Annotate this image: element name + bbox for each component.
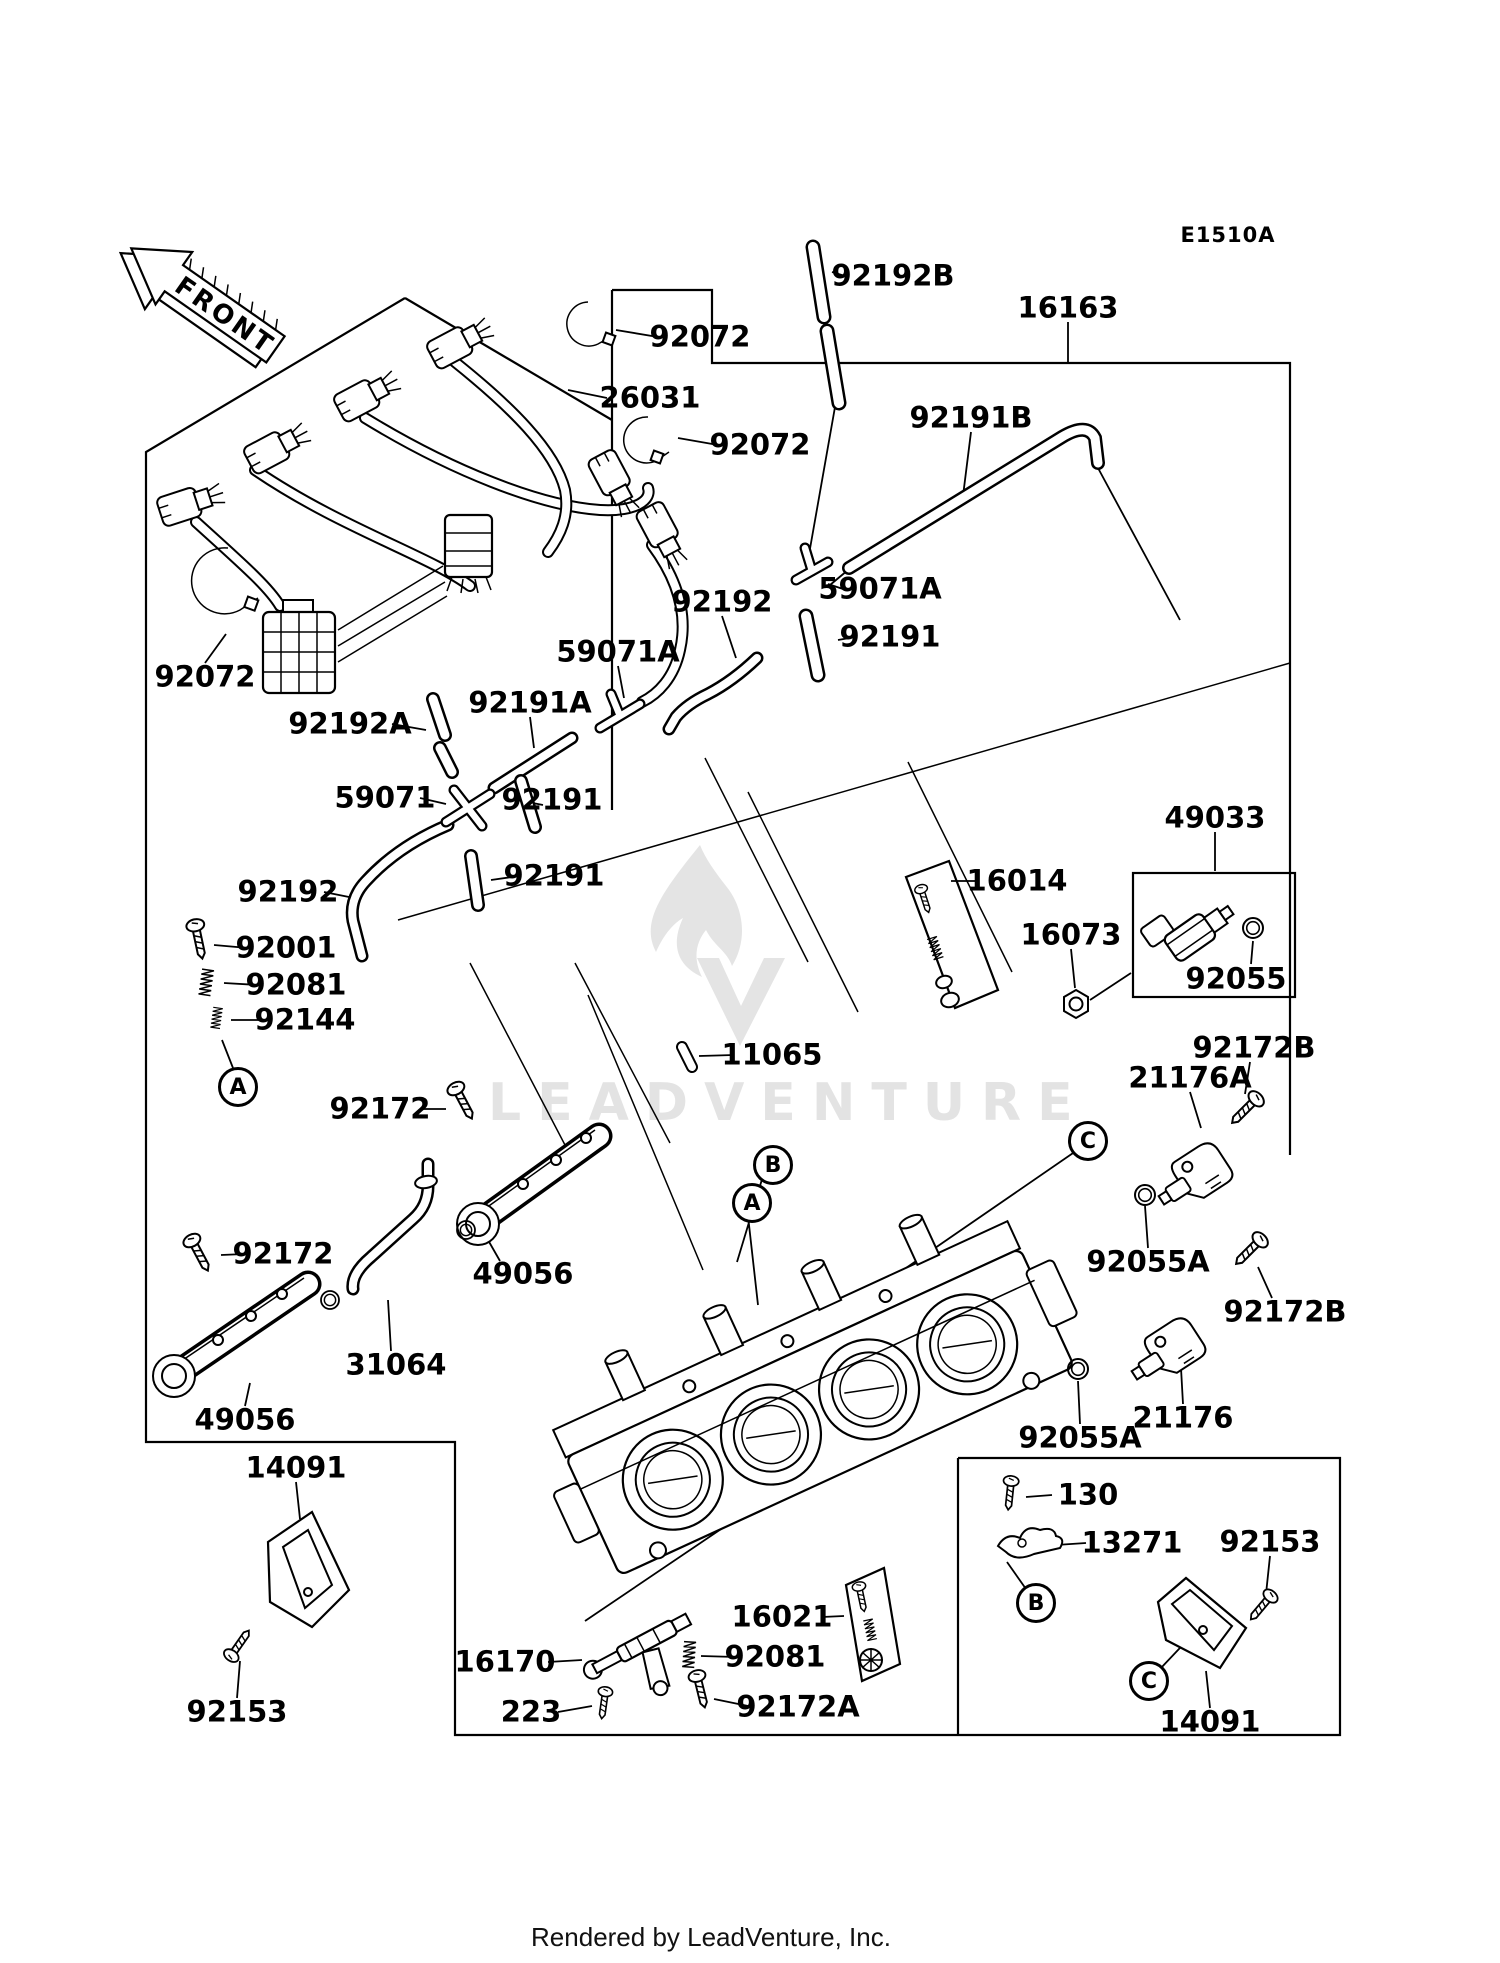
part-label-92172A: 92172A	[736, 1689, 860, 1724]
part-label-31064: 31064	[345, 1347, 447, 1382]
screw-kit-16021-parts	[850, 1579, 883, 1672]
part-label-59071A: 59071A	[818, 571, 942, 606]
footer-credit: Rendered by LeadVenture, Inc.	[531, 1922, 891, 1952]
part-label-59071A: 59071A	[556, 634, 680, 669]
front-arrow: FRONT	[118, 247, 287, 369]
bracket-13271	[996, 1527, 1064, 1559]
part-label-92192: 92192	[671, 584, 773, 619]
leadventure-watermark-logo	[650, 845, 785, 1046]
callout-circle-C: C	[1129, 1661, 1169, 1701]
part-label-92192: 92192	[237, 874, 339, 909]
callout-circle-B: B	[753, 1145, 793, 1185]
part-label-223: 223	[500, 1694, 562, 1729]
part-label-92055: 92055	[1185, 961, 1287, 996]
part-label-92055A: 92055A	[1018, 1420, 1142, 1455]
part-label-16163: 16163	[1017, 290, 1119, 325]
part-label-92191A: 92191A	[468, 685, 592, 720]
part-label-130: 130	[1057, 1477, 1119, 1512]
part-label-11065: 11065	[721, 1037, 823, 1072]
callout-circle-A: A	[732, 1183, 772, 1223]
vacuum-tubes	[345, 239, 1105, 1073]
part-label-16073: 16073	[1020, 917, 1122, 952]
part-label-14091: 14091	[245, 1450, 347, 1485]
part-label-59071: 59071	[334, 780, 436, 815]
valve-kit-box	[904, 859, 1000, 1010]
part-label-21176A: 21176A	[1128, 1060, 1252, 1095]
part-label-92172: 92172	[329, 1091, 431, 1126]
part-label-92072: 92072	[709, 427, 811, 462]
part-label-26031: 26031	[599, 380, 701, 415]
linkage-16170	[582, 1612, 715, 1721]
part-label-92055A: 92055A	[1086, 1244, 1210, 1279]
part-label-92144: 92144	[254, 1002, 356, 1037]
injector-detail-box	[1131, 871, 1297, 999]
joint-pipe-31064	[320, 1157, 438, 1310]
zip-ties-92072	[190, 301, 670, 615]
cover-14091-right	[1156, 1576, 1282, 1670]
part-label-92191: 92191	[839, 619, 941, 654]
part-label-92192A: 92192A	[288, 706, 412, 741]
fiche-code: E1510A	[1180, 223, 1276, 247]
part-label-16021: 16021	[731, 1599, 833, 1634]
part-label-14091: 14091	[1159, 1704, 1261, 1739]
cover-14091-left	[220, 1510, 351, 1666]
injector-49033	[1140, 904, 1264, 962]
valve-kit-16014-parts	[912, 882, 960, 1009]
screw-130	[999, 1474, 1021, 1512]
part-label-16014: 16014	[966, 863, 1068, 898]
part-label-92172B: 92172B	[1192, 1030, 1316, 1065]
part-label-21176: 21176	[1132, 1400, 1234, 1435]
watermark-text: LEADVENTURE	[488, 1073, 1089, 1133]
part-label-92081: 92081	[724, 1639, 826, 1674]
part-label-92191: 92191	[503, 858, 605, 893]
harness-26031	[154, 311, 694, 708]
part-label-92172B: 92172B	[1223, 1294, 1347, 1329]
part-label-92001: 92001	[235, 930, 337, 965]
screw-kit-box	[844, 1566, 902, 1683]
part-label-49056: 49056	[194, 1402, 296, 1437]
part-label-92172: 92172	[232, 1236, 334, 1271]
part-label-92081: 92081	[245, 967, 347, 1002]
part-label-92191B: 92191B	[909, 400, 1033, 435]
sensor-21176a	[1134, 1087, 1268, 1219]
part-label-49033: 49033	[1164, 800, 1266, 835]
part-label-16170: 16170	[454, 1644, 556, 1679]
part-label-92153: 92153	[186, 1694, 288, 1729]
callout-circle-A: A	[218, 1067, 258, 1107]
part-label-92153: 92153	[1219, 1524, 1321, 1559]
nut-16073	[1063, 988, 1089, 1020]
part-label-49056: 49056	[472, 1256, 574, 1291]
callout-circle-B: B	[1016, 1583, 1056, 1623]
part-label-92072: 92072	[649, 319, 751, 354]
fuel-rail-lower-49056	[152, 1270, 322, 1398]
part-label-92191: 92191	[501, 782, 603, 817]
part-label-13271: 13271	[1081, 1525, 1183, 1560]
part-label-92072: 92072	[154, 659, 256, 694]
callout-circle-C: C	[1068, 1121, 1108, 1161]
fuel-rail-upper-49056	[456, 1122, 613, 1246]
throttle-body-assembly	[551, 1213, 1078, 1575]
part-label-92192B: 92192B	[831, 258, 955, 293]
